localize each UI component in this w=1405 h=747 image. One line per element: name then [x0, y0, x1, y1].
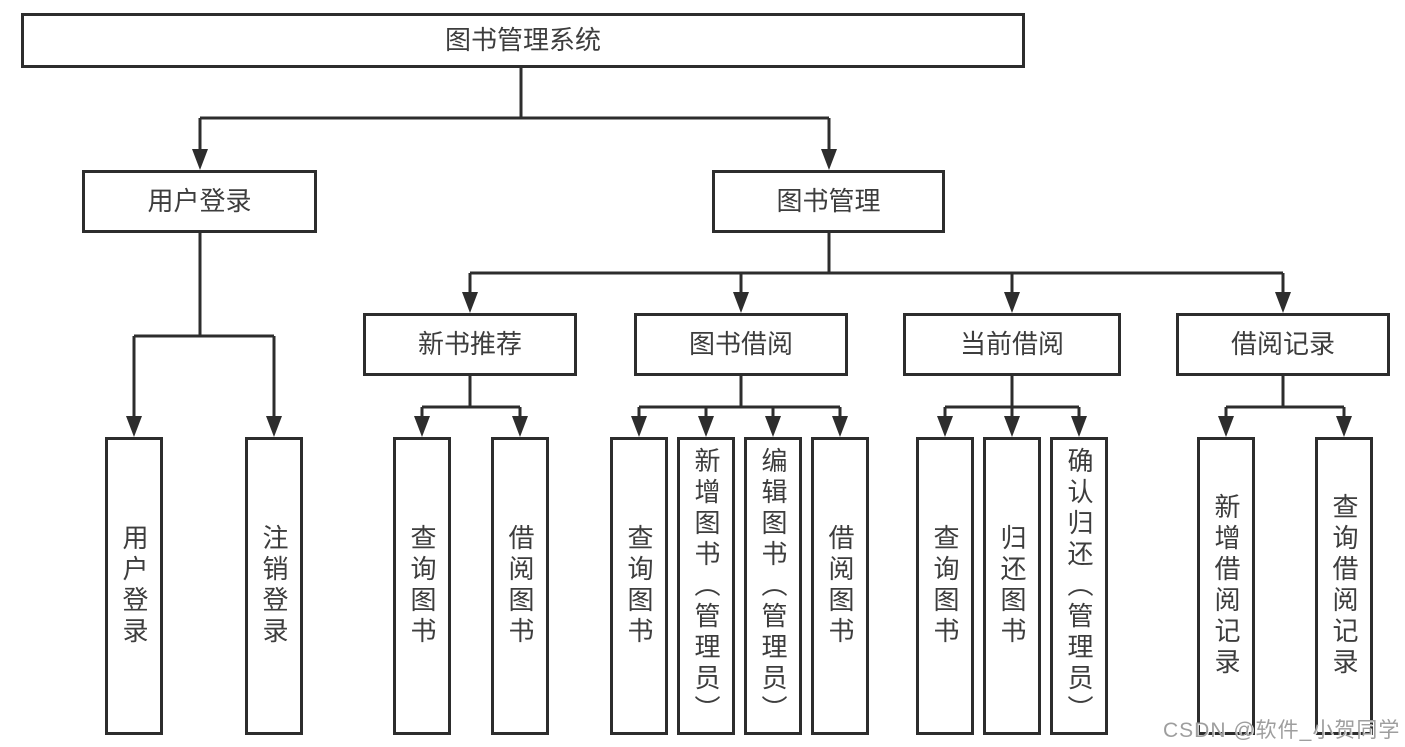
leaf-query-books-recommend: 查询图书 — [393, 437, 451, 735]
watermark: CSDN @软件_小贺同学 — [1163, 719, 1401, 742]
leaf-query-books-current: 查询图书 — [916, 437, 974, 735]
node-current-borrowing: 当前借阅 — [903, 313, 1121, 376]
node-new-book-recommend: 新书推荐 — [363, 313, 577, 376]
leaf-add-borrow-record: 新增借阅记录 — [1197, 437, 1255, 735]
node-library-management-system: 图书管理系统 — [21, 13, 1025, 68]
leaf-query-books-borrowing: 查询图书 — [610, 437, 668, 735]
leaf-return-books: 归还图书 — [983, 437, 1041, 735]
leaf-borrow-books-recommend: 借阅图书 — [491, 437, 549, 735]
arrowhead-icons — [126, 149, 1352, 437]
leaf-confirm-return-admin: 确认归还（管理员） — [1050, 437, 1108, 735]
node-borrowing-records: 借阅记录 — [1176, 313, 1390, 376]
leaf-edit-books-admin: 编辑图书（管理员） — [744, 437, 802, 735]
node-user-login: 用户登录 — [82, 170, 317, 233]
leaf-borrow-books-borrowing: 借阅图书 — [811, 437, 869, 735]
leaf-query-borrow-record: 查询借阅记录 — [1315, 437, 1373, 735]
leaf-add-books-admin: 新增图书（管理员） — [677, 437, 735, 735]
node-book-management: 图书管理 — [712, 170, 945, 233]
node-book-borrowing: 图书借阅 — [634, 313, 848, 376]
leaf-user-login: 用户登录 — [105, 437, 163, 735]
tree-edges — [132, 68, 1346, 418]
leaf-logout-login: 注销登录 — [245, 437, 303, 735]
